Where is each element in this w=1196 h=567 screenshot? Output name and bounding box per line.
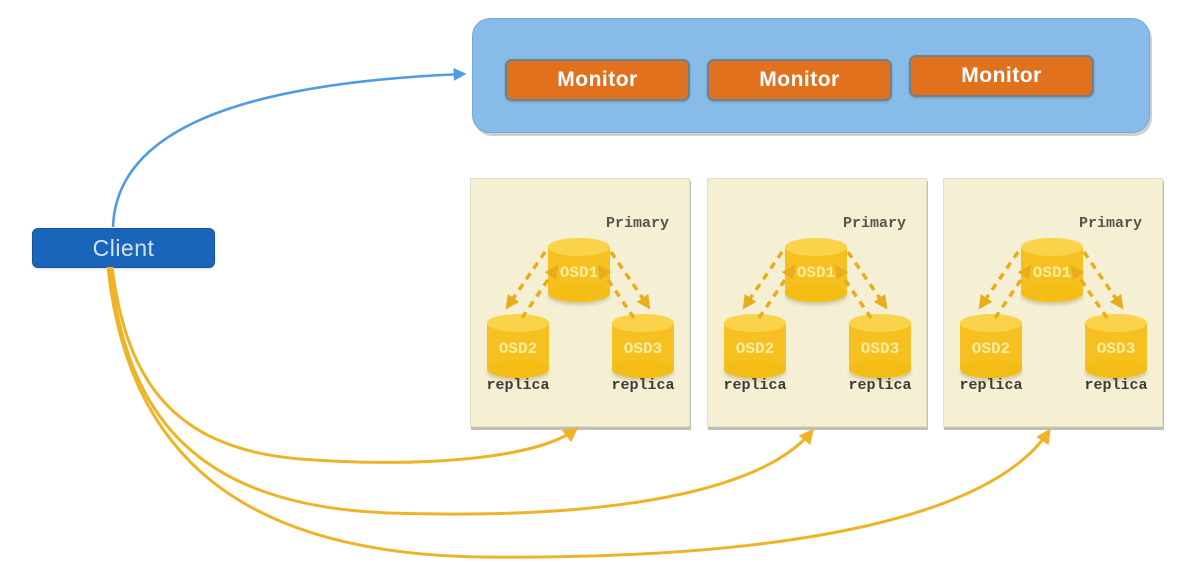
monitor-box-2: Monitor (707, 59, 892, 101)
osd1-label: OSD1 (1032, 264, 1072, 282)
osd1-label: OSD1 (559, 264, 599, 282)
osd1-cylinder-icon: OSD1 (548, 238, 610, 302)
osd1-cylinder-icon: OSD1 (1021, 238, 1083, 302)
monitor-label: Monitor (961, 64, 1042, 87)
primary-label: Primary (842, 215, 906, 232)
osd1-cylinder-icon: OSD1 (785, 238, 847, 302)
osd2-cylinder-icon: OSD2 (960, 314, 1022, 378)
client-to-monitors-arrow (111, 67, 467, 228)
osd3-cylinder-icon: OSD3 (1085, 314, 1147, 378)
osd2-cylinder-icon: OSD2 (487, 314, 549, 378)
osd-group-3: Primary OSD1 OSD2 OSD3 replica replica (943, 178, 1163, 427)
osd3-label: OSD3 (860, 340, 900, 358)
primary-label: Primary (605, 215, 669, 232)
replica-label: replica (959, 377, 1023, 394)
monitor-cluster-container: Monitor Monitor Monitor (472, 18, 1150, 133)
client-label: Client (92, 234, 155, 261)
replica-label: replica (723, 377, 787, 394)
monitor-label: Monitor (759, 68, 840, 91)
osd3-label: OSD3 (1096, 340, 1136, 358)
primary-label: Primary (1078, 215, 1142, 232)
replica-label: replica (611, 377, 675, 394)
monitor-box-3: Monitor (909, 55, 1094, 97)
replica-label: replica (848, 377, 912, 394)
osd1-label: OSD1 (796, 264, 836, 282)
replica-label: replica (1084, 377, 1148, 394)
osd3-label: OSD3 (623, 340, 663, 358)
monitor-label: Monitor (557, 68, 638, 91)
replica-label: replica (486, 377, 550, 394)
osd-group-1: Primary OSD1 OSD2 OSD3 replica replica (470, 178, 690, 427)
osd-group-2: Primary OSD1 OSD2 OSD3 replica replica (707, 178, 927, 427)
osd3-cylinder-icon: OSD3 (849, 314, 911, 378)
monitor-box-1: Monitor (505, 59, 690, 101)
osd2-cylinder-icon: OSD2 (724, 314, 786, 378)
osd2-label: OSD2 (971, 340, 1011, 358)
osd2-label: OSD2 (735, 340, 775, 358)
client-box: Client (32, 228, 215, 268)
osd3-cylinder-icon: OSD3 (612, 314, 674, 378)
osd2-label: OSD2 (498, 340, 538, 358)
